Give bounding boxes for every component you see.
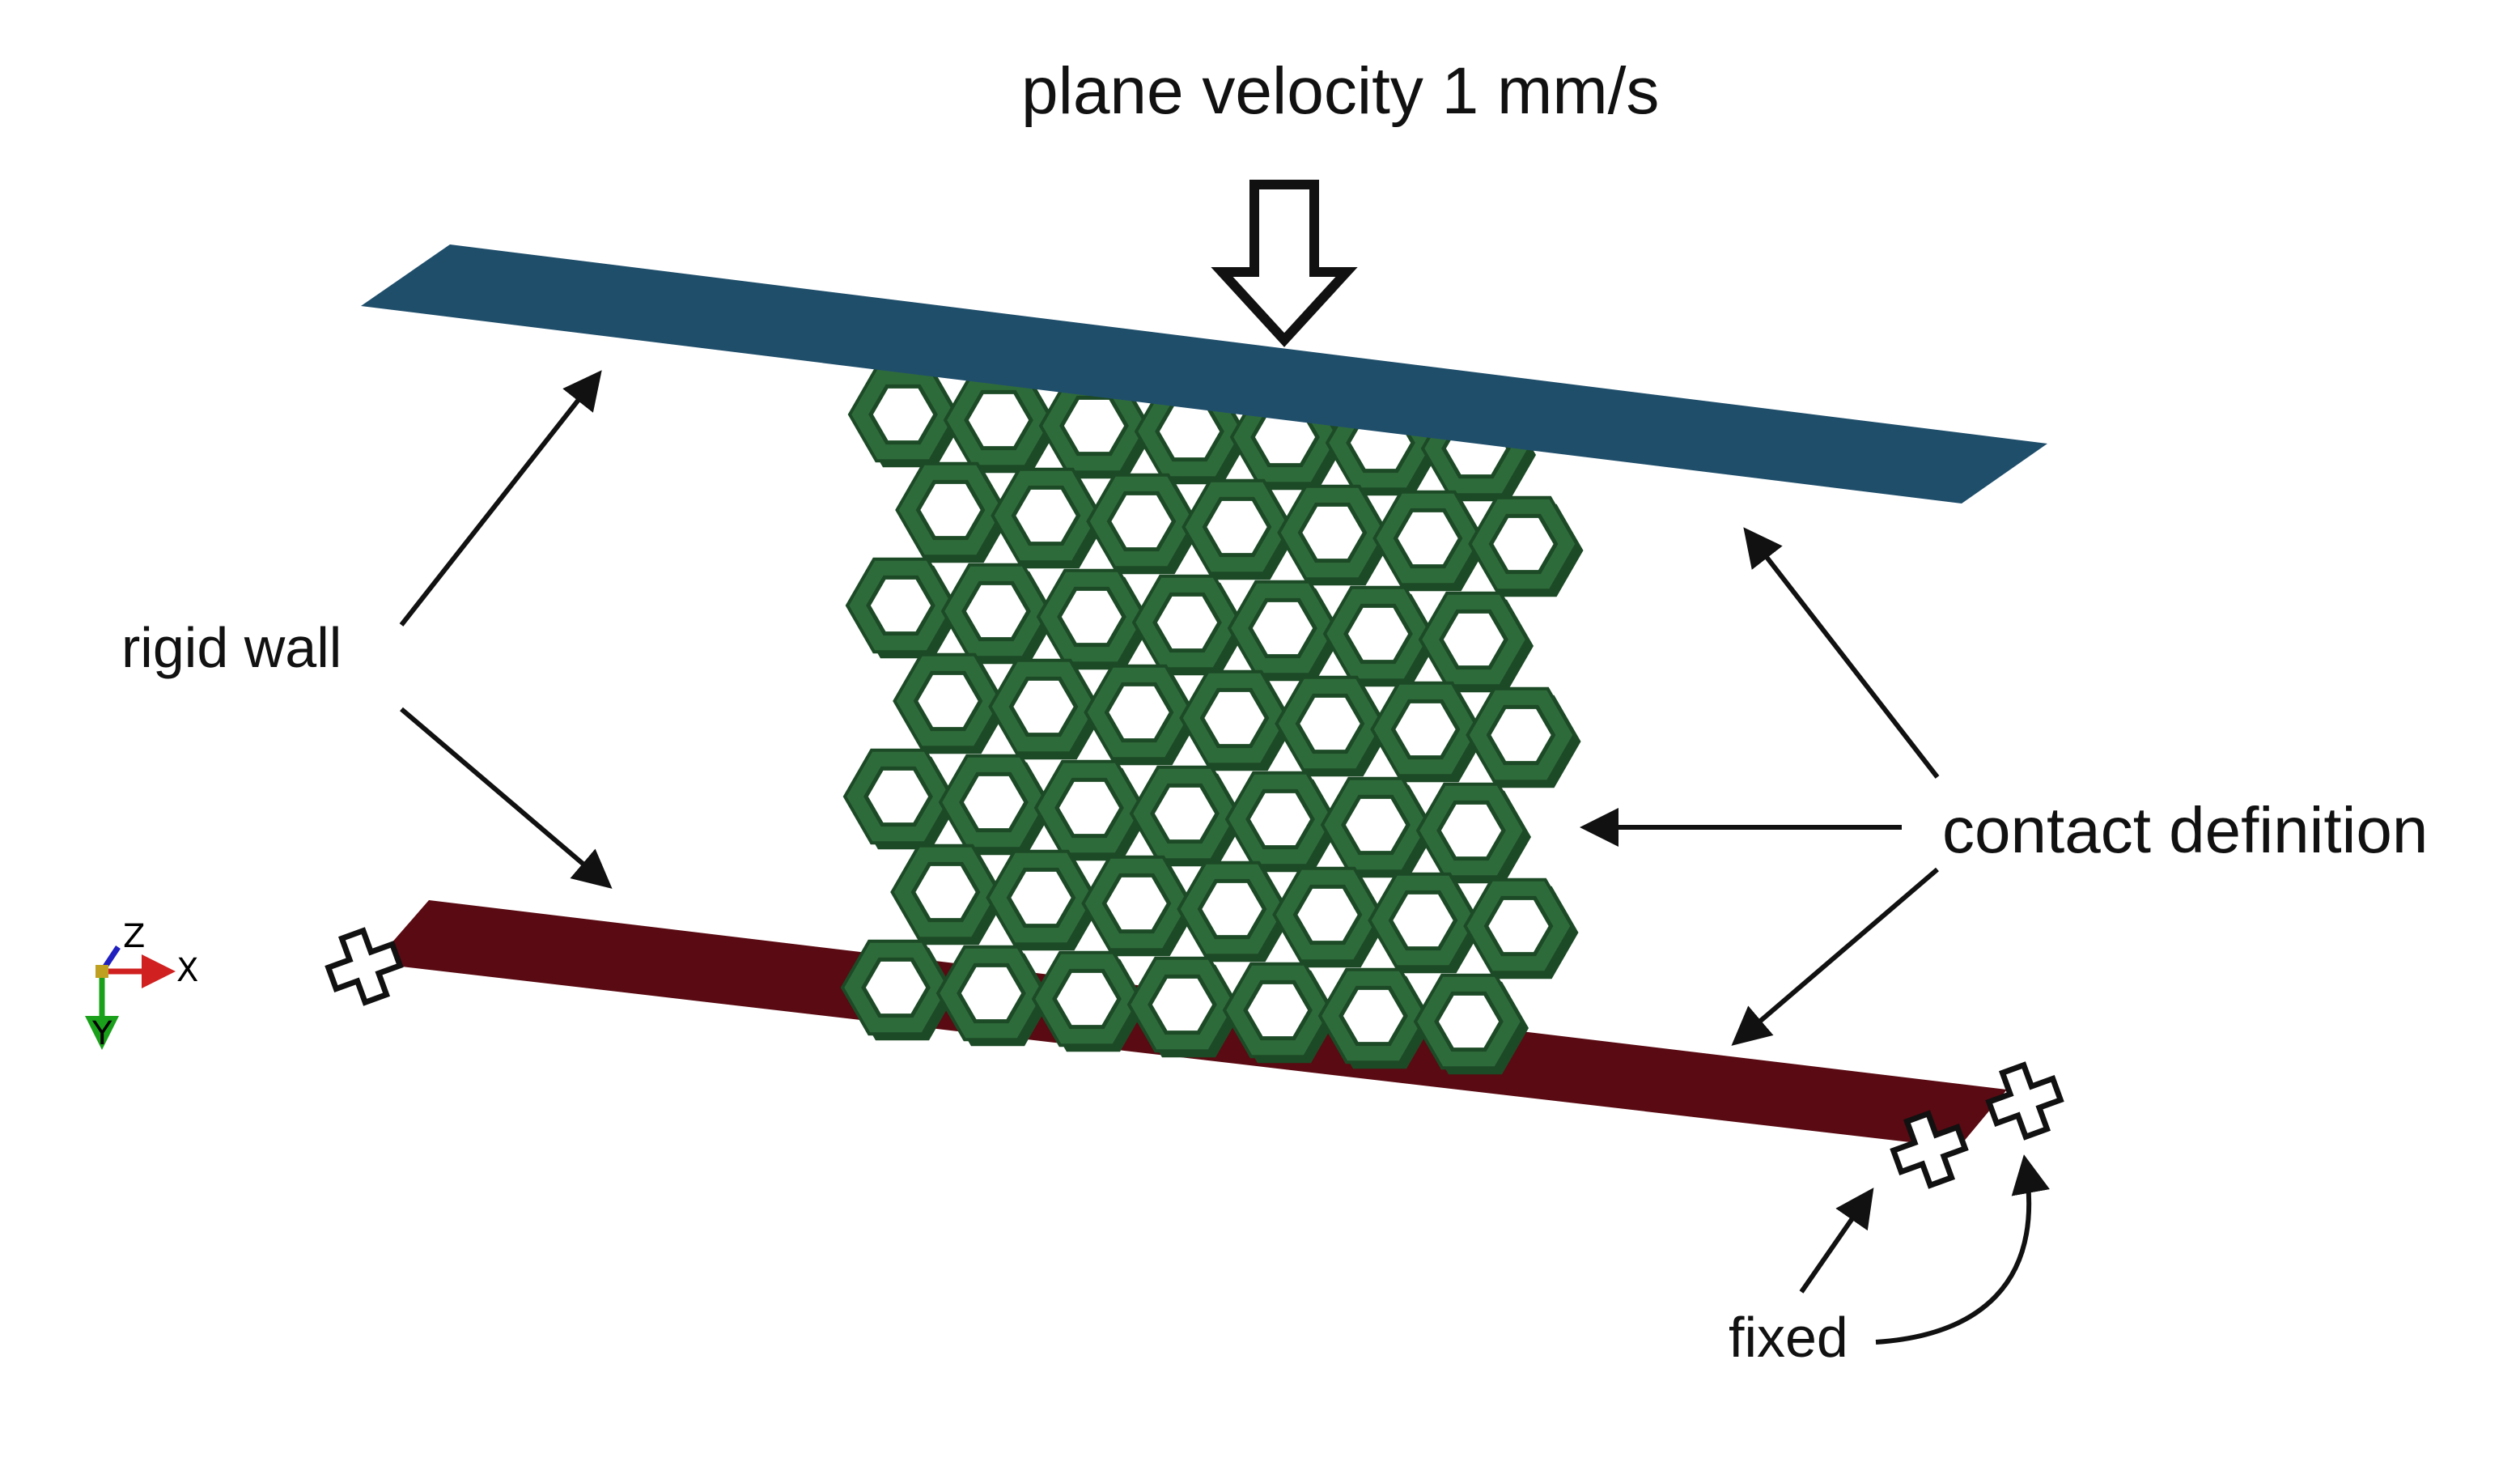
fixed-constraint-icon	[325, 927, 404, 1006]
contact-arrow-bottom	[1731, 867, 1939, 1046]
honeycomb-cell-hole	[915, 479, 986, 541]
honeycomb-cell-hole	[1054, 777, 1124, 839]
honeycomb-cell-hole	[1155, 401, 1224, 462]
honeycomb-cell-hole	[1202, 496, 1272, 558]
honeycomb-cell-hole	[1436, 800, 1506, 861]
honeycomb-cell-hole	[959, 771, 1029, 833]
honeycomb-cell-hole	[1245, 788, 1315, 850]
honeycomb-cell-hole	[913, 670, 983, 732]
honeycomb-cell-hole	[1150, 783, 1220, 844]
honeycomb-cell-hole	[1057, 586, 1126, 648]
axis-label-y: Y	[91, 1015, 112, 1052]
honeycomb-cell-hole	[1483, 895, 1554, 957]
rigid-wall-label: rigid wall	[121, 616, 342, 679]
honeycomb-cell-hole	[1488, 513, 1559, 575]
honeycomb-cell-hole	[1106, 491, 1177, 552]
axis-triad-icon: Z X Y	[85, 918, 198, 1052]
honeycomb-cell-hole	[1390, 699, 1461, 760]
honeycomb-cell-hole	[866, 575, 935, 636]
fixed-arrow-right	[1875, 1154, 2050, 1345]
contact-arrow-top	[1743, 527, 1940, 779]
fixed-constraint-icon	[1890, 1110, 1969, 1189]
honeycomb-cell-hole	[863, 766, 933, 827]
axis-label-z: Z	[123, 918, 145, 955]
honeycomb-cell-hole	[1343, 603, 1413, 665]
honeycomb-cell-hole	[1486, 704, 1556, 766]
fixed-constraint-icon	[1985, 1061, 2064, 1141]
honeycomb-cell-hole	[1341, 794, 1411, 856]
honeycomb-cell-hole	[1008, 676, 1079, 737]
honeycomb-cell-hole	[910, 861, 981, 923]
honeycomb-cell-hole	[1388, 890, 1458, 951]
honeycomb-cell-hole	[1101, 873, 1172, 934]
honeycomb-cell-hole	[961, 580, 1031, 642]
rigid-wall-arrow-bottom	[400, 707, 613, 889]
honeycomb-cell-hole	[861, 957, 931, 1018]
top-rigid-wall	[361, 244, 2047, 504]
honeycomb-cell-hole	[1199, 687, 1270, 749]
honeycomb-cell-hole	[1248, 597, 1317, 659]
honeycomb-cell-hole	[1295, 693, 1365, 754]
honeycomb-cell-hole	[1152, 592, 1222, 653]
honeycomb-cell-hole	[868, 384, 938, 445]
honeycomb-cell-hole	[1059, 395, 1129, 457]
fixed-arrow-left	[1799, 1188, 1874, 1294]
honeycomb-cell-hole	[964, 389, 1033, 451]
axis-label-x: X	[176, 952, 198, 989]
honeycomb-cell-hole	[1292, 884, 1363, 945]
honeycomb-cell-hole	[1338, 985, 1408, 1047]
contact-definition-label: contact definition	[1942, 794, 2429, 866]
rigid-wall-arrow-top	[399, 370, 602, 627]
honeycomb-lattice	[840, 366, 1584, 1075]
honeycomb-cell-hole	[1439, 609, 1508, 670]
honeycomb-cell-hole	[1052, 968, 1122, 1030]
honeycomb-cell-hole	[1148, 974, 1217, 1035]
honeycomb-cell-hole	[1104, 682, 1174, 743]
honeycomb-cell-hole	[1434, 991, 1504, 1052]
honeycomb-cell-hole	[1006, 867, 1076, 928]
fixed-label: fixed	[1729, 1306, 1848, 1369]
honeycomb-cell-hole	[1297, 502, 1368, 563]
honeycomb-cell-hole	[1393, 508, 1463, 569]
honeycomb-cell-hole	[1197, 878, 1267, 940]
honeycomb-cell-hole	[957, 962, 1026, 1024]
velocity-label: plane velocity 1 mm/s	[1021, 54, 1660, 128]
honeycomb-cell-hole	[1011, 485, 1081, 546]
down-arrow-icon	[1211, 180, 1358, 347]
honeycomb-cell-hole	[1243, 979, 1313, 1041]
